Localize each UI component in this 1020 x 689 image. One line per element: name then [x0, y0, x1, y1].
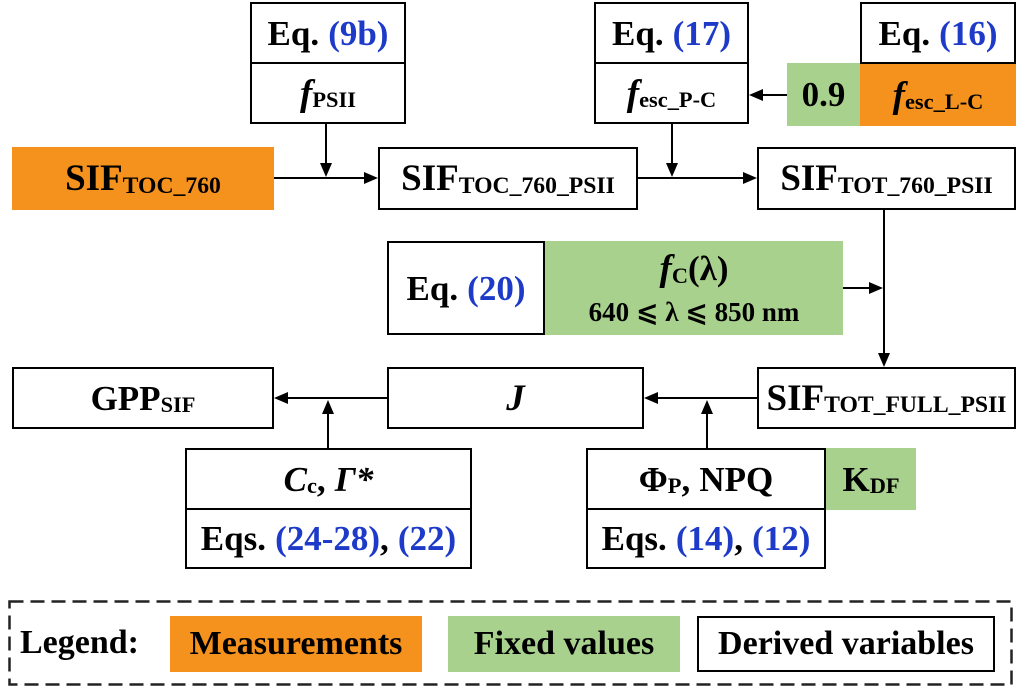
variable-subscript: TOT_760_PSII	[837, 172, 993, 199]
equation-reference: (20)	[467, 268, 526, 308]
arrow-j-to-gpp-sif	[274, 392, 387, 404]
variable-symbol: J	[506, 377, 525, 419]
variable-subscript: P	[667, 473, 682, 499]
variable-subscript: DF	[869, 473, 900, 499]
variable-symbol: f	[626, 72, 640, 114]
equation-reference: (16)	[939, 13, 998, 53]
legend-derived-variables: Derived variables	[697, 616, 995, 672]
equation-label: Eqs.	[200, 519, 266, 558]
equation-reference: (24-28)	[275, 519, 381, 558]
variable-subscript: TOC_760	[122, 172, 221, 199]
legend-label: Measurements	[189, 625, 403, 662]
separator: ,	[734, 519, 743, 558]
variable-symbol: f	[300, 72, 313, 114]
variable-symbol: SIF	[766, 377, 825, 419]
variable-symbol: SIF	[65, 158, 123, 199]
variable-subscript: C	[671, 262, 688, 288]
variable-symbol: K	[842, 459, 870, 499]
legend-measurements: Measurements	[170, 616, 422, 672]
fixed-value-box: 0.9	[787, 63, 860, 126]
phi-p-npq-box: Φ P , NPQ	[586, 448, 826, 510]
equation-reference: (14)	[675, 519, 735, 558]
equation-9b-box: Eq. (9b)	[250, 2, 406, 64]
sif-toc-760-box: SIF TOC_760	[12, 147, 274, 210]
sif-tot-full-psii-box: SIF TOT_FULL_PSII	[757, 367, 1016, 429]
variable-argument: (λ)	[687, 249, 729, 288]
arrow-sif-toc-760-psii-to-sif-tot-760-psii	[638, 172, 757, 184]
f-psii-box: f PSII	[250, 62, 406, 124]
variable-symbol: GPP	[90, 378, 161, 418]
legend: Legend: Measurements Fixed values Derive…	[8, 600, 1013, 686]
equation-label: Eq.	[612, 13, 664, 53]
variable-subscript: TOT_FULL_PSII	[824, 392, 1007, 419]
variable-symbol-2: NPQ	[699, 459, 774, 499]
variable-symbol: SIF	[780, 158, 838, 199]
variable-subscript: c	[306, 473, 317, 499]
fixed-value: 0.9	[801, 75, 846, 114]
legend-label: Derived variables	[718, 625, 974, 662]
f-esc-p-c-box: f esc_P-C	[594, 62, 749, 124]
legend-dashed-border	[8, 600, 1013, 686]
cc-gamma-box: C c , Γ*	[185, 448, 472, 510]
equation-reference-2: (12)	[752, 519, 811, 558]
equations-24-28-22-box: Eqs. (24-28) , (22)	[185, 508, 472, 569]
equation-16-box: Eq. (16)	[860, 2, 1016, 64]
sif-tot-760-psii-box: SIF TOT_760_PSII	[757, 147, 1016, 210]
variable-subscript: TOC_760_PSII	[458, 172, 615, 199]
arrow-phi-p-npq-up	[701, 400, 713, 448]
equations-14-12-box: Eqs. (14) , (12)	[586, 508, 826, 569]
variable-subscript: PSII	[312, 87, 356, 113]
variable-symbol: SIF	[401, 158, 459, 199]
variable-symbol: f	[892, 74, 905, 116]
f-c-lambda-expression: f C (λ)	[659, 250, 728, 287]
arrow-f-c-lambda-to-main-line	[843, 282, 883, 294]
equation-label: Eq.	[267, 13, 320, 53]
arrow-f-psii-down	[320, 124, 332, 177]
variable-subscript: esc_P-C	[639, 87, 717, 113]
arrow-sif-tot-760-psii-to-sif-tot-full-psii	[878, 210, 890, 367]
f-c-lambda-box: f C (λ) 640 ⩽ λ ⩽ 850 nm	[545, 241, 843, 335]
equation-label: Eq.	[406, 268, 459, 308]
f-esc-l-c-box: f esc_L-C	[860, 64, 1016, 126]
equation-reference: (9b)	[328, 13, 389, 53]
variable-symbol: C	[283, 459, 307, 499]
wavelength-range: 640 ⩽ λ ⩽ 850 nm	[588, 297, 800, 327]
legend-label: Fixed values	[473, 625, 655, 662]
sif-toc-760-psii-box: SIF TOC_760_PSII	[378, 147, 638, 210]
k-df-box: K DF	[826, 448, 916, 510]
equation-label: Eq.	[878, 13, 931, 53]
equation-reference: (17)	[672, 13, 731, 53]
arrow-f-esc-p-c-down	[666, 124, 678, 177]
equation-label: Eqs.	[601, 519, 667, 558]
legend-title: Legend:	[20, 624, 139, 661]
separator: ,	[316, 459, 326, 499]
separator: ,	[380, 519, 389, 558]
variable-subscript: esc_L-C	[904, 89, 984, 115]
variable-symbol: Φ	[638, 459, 668, 499]
variable-subscript: SIF	[160, 392, 196, 418]
equation-17-box: Eq. (17)	[594, 2, 749, 64]
arrow-sif-tot-full-psii-to-j	[644, 392, 757, 404]
gpp-sif-box: GPP SIF	[12, 367, 274, 429]
j-box: J	[387, 367, 644, 429]
equation-reference-2: (22)	[397, 519, 457, 558]
arrow-cc-gamma-up	[322, 400, 334, 448]
variable-symbol-2: Γ*	[334, 459, 374, 499]
equation-20-box: Eq. (20)	[387, 241, 545, 335]
legend-fixed-values: Fixed values	[448, 616, 680, 672]
arrow-sif-toc-760-to-sif-toc-760-psii	[274, 172, 378, 184]
separator: ,	[681, 459, 691, 499]
variable-symbol: f	[659, 248, 672, 289]
arrow-fixed-value-to-f-esc-p-c	[749, 89, 787, 101]
